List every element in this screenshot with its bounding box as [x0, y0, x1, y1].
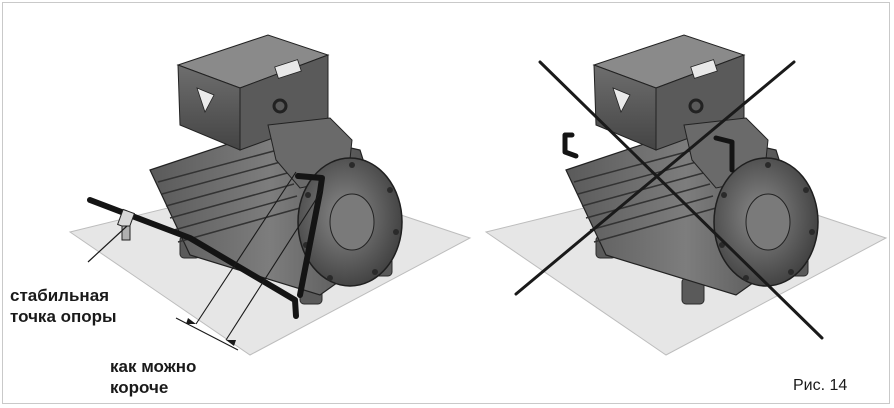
left-label-plate	[274, 59, 302, 79]
right-pipe-stub-left	[562, 132, 579, 159]
right-flange-bolts	[719, 162, 815, 281]
short-as-possible-label: как можно короче	[110, 357, 197, 397]
right-lifting-eye-icon	[688, 98, 704, 114]
left-flange-bolts	[303, 162, 399, 281]
cross-out-icon	[514, 60, 824, 340]
left-compressor-illustration	[68, 34, 472, 356]
left-lifting-eye-icon	[272, 98, 288, 114]
left-flange-hub	[329, 193, 375, 251]
right-flange-hub	[745, 193, 791, 251]
right-pipe-stub-right	[713, 135, 735, 173]
left-pipe	[87, 173, 325, 319]
left-dimension-arrows	[186, 318, 236, 346]
left-warning-triangle-icon	[196, 87, 215, 114]
right-compressor-illustration	[484, 34, 888, 356]
right-cooling-fins	[573, 147, 717, 243]
left-pipe-clamp-icon	[116, 208, 136, 241]
figure-caption: Рис. 14	[793, 377, 848, 394]
right-warning-triangle-icon	[612, 87, 631, 114]
left-support-leader-line	[87, 225, 128, 263]
right-label-plate	[690, 59, 718, 79]
stable-support-label: стабильная точка опоры	[10, 286, 117, 326]
